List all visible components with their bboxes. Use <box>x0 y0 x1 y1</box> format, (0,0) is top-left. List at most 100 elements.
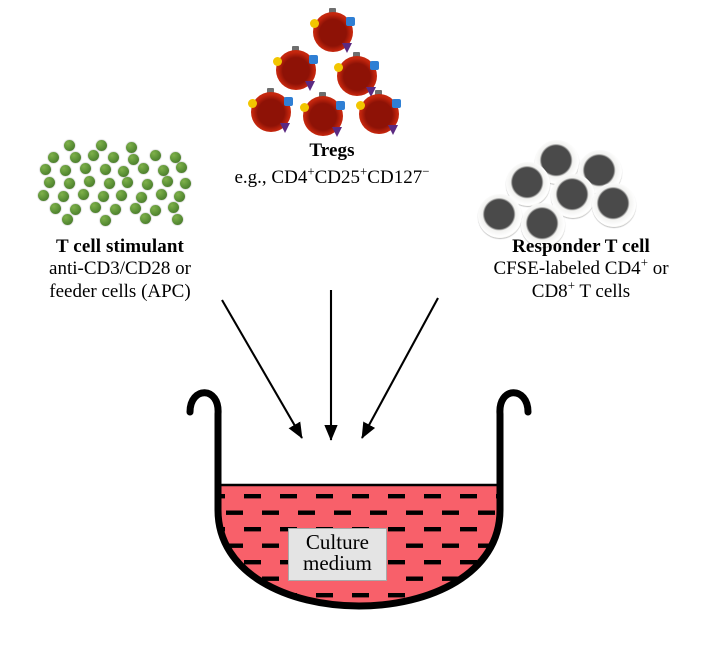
responder-line-1-post: or <box>647 258 669 280</box>
tregs-sup-2: + <box>360 163 368 179</box>
medium-dash <box>218 593 225 598</box>
medium-dash <box>442 576 459 581</box>
medium-dash <box>226 510 243 515</box>
responder-line-2-post: T cells <box>574 280 631 302</box>
responder-t-cell <box>592 183 636 227</box>
stimulant-bead <box>88 150 99 161</box>
medium-dash <box>388 560 405 565</box>
stimulant-bead <box>122 177 133 188</box>
medium-dash <box>352 494 369 499</box>
medium-dash <box>442 610 459 614</box>
stimulant-bead <box>156 189 167 200</box>
medium-dash <box>298 610 315 614</box>
arrow-down-right-icon <box>221 299 303 439</box>
medium-dash <box>478 510 495 515</box>
stimulant-bead <box>180 178 191 189</box>
medium-dash <box>406 576 423 581</box>
treg-marker-yellow-icon <box>300 103 309 112</box>
medium-dash <box>218 560 225 565</box>
treg-marker-yellow-icon <box>334 63 343 72</box>
stimulant-label-block: T cell stimulant anti-CD3/CD28 or feeder… <box>0 236 240 303</box>
stimulant-bead <box>162 176 173 187</box>
tregs-heading-block: Tregs <box>218 140 446 162</box>
stimulant-bead <box>168 202 179 213</box>
culture-well-icon <box>186 389 532 610</box>
stimulant-bead <box>158 165 169 176</box>
stimulant-bead <box>174 191 185 202</box>
medium-dash <box>460 527 477 532</box>
stimulant-bead <box>98 191 109 202</box>
treg-marker-purple-icon <box>305 81 315 91</box>
responder-line-2-pre: CD8 <box>531 280 568 302</box>
medium-dash <box>226 576 243 581</box>
medium-dash <box>496 560 500 565</box>
stimulant-bead <box>138 163 149 174</box>
stimulant-bead <box>126 142 137 153</box>
stimulant-bead <box>50 203 61 214</box>
tregs-sup-1: + <box>307 163 315 179</box>
treg-marker-blue-icon <box>370 61 379 70</box>
stimulant-bead <box>150 205 161 216</box>
stimulant-bead <box>70 204 81 215</box>
medium-dash <box>316 593 333 598</box>
medium-dash <box>262 610 279 614</box>
treg-marker-yellow-icon <box>248 99 257 108</box>
medium-dash <box>478 576 495 581</box>
stimulant-bead <box>96 140 107 151</box>
medium-dash <box>370 510 387 515</box>
stimulant-bead <box>118 166 129 177</box>
medium-dash <box>406 510 423 515</box>
medium-dash <box>406 543 423 548</box>
responder-line-1-sup: + <box>640 255 648 271</box>
stimulant-bead <box>70 152 81 163</box>
stimulant-bead <box>150 150 161 161</box>
medium-dash <box>442 543 459 548</box>
medium-dash <box>244 593 261 598</box>
medium-dash <box>298 510 315 515</box>
stimulant-bead <box>130 203 141 214</box>
medium-dash <box>370 610 387 614</box>
stimulant-heading: T cell stimulant <box>56 236 184 257</box>
medium-dash <box>442 510 459 515</box>
stimulant-bead <box>64 178 75 189</box>
medium-dash <box>244 527 261 532</box>
treg-marker-blue-icon <box>284 97 293 106</box>
treg-marker-purple-icon <box>388 125 398 135</box>
responder-line-2: CD8+ T cells <box>446 279 716 303</box>
medium-dash <box>244 494 261 499</box>
stimulant-bead <box>170 152 181 163</box>
stimulant-bead <box>108 152 119 163</box>
stimulant-bead <box>100 164 111 175</box>
medium-dash <box>334 510 351 515</box>
medium-dash <box>262 510 279 515</box>
responder-heading: Responder T cell <box>512 236 650 257</box>
medium-dash <box>226 543 243 548</box>
medium-dash <box>460 560 477 565</box>
arrow-down-left-icon <box>361 297 439 439</box>
stimulant-bead <box>60 165 71 176</box>
stimulant-bead <box>104 178 115 189</box>
medium-dash <box>478 543 495 548</box>
medium-dash <box>262 543 279 548</box>
treg-marker-blue-icon <box>392 99 401 108</box>
responder-label-block: Responder T cell CFSE-labeled CD4+ or CD… <box>446 236 716 303</box>
tregs-marker-line: e.g., CD4+CD25+CD127− <box>176 163 488 189</box>
medium-dash <box>388 494 405 499</box>
stimulant-bead <box>80 163 91 174</box>
culture-medium-line-1: Culture <box>305 530 369 554</box>
medium-dash <box>352 593 369 598</box>
culture-medium-line-2: medium <box>303 551 372 576</box>
stimulant-line-2: feeder cells (APC) <box>49 280 191 302</box>
responder-line-2-sup: + <box>567 277 575 293</box>
stimulant-bead <box>64 140 75 151</box>
responder-t-cell <box>521 203 565 247</box>
stimulant-bead <box>40 164 51 175</box>
responder-t-cell <box>478 194 522 238</box>
stimulant-bead <box>110 204 121 215</box>
treg-marker-blue-icon <box>309 55 318 64</box>
tregs-heading: Tregs <box>309 140 355 161</box>
responder-line-1: CFSE-labeled CD4+ or <box>446 255 716 280</box>
stimulant-line-1: anti-CD3/CD28 or <box>49 258 191 280</box>
tregs-marker-mid-1: CD25 <box>314 167 361 188</box>
treg-marker-purple-icon <box>332 127 342 137</box>
